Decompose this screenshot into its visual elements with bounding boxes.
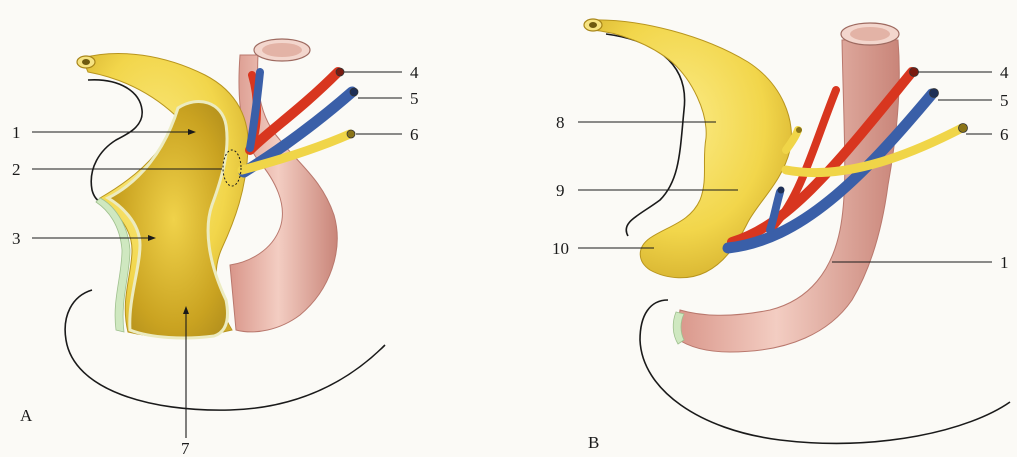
panel-b-label-10: 10 bbox=[552, 239, 569, 258]
panel-a-duodenum bbox=[230, 55, 337, 332]
panel-b-outline-upper bbox=[606, 34, 685, 236]
panel-a: 1 2 3 7 4 5 6 A bbox=[12, 39, 419, 457]
panel-a-label-6: 6 bbox=[410, 125, 419, 144]
panel-a-label-1: 1 bbox=[12, 123, 21, 142]
panel-a-label-2: 2 bbox=[12, 160, 21, 179]
panel-a-label-7: 7 bbox=[181, 439, 190, 457]
panel-b-label-5: 5 bbox=[1000, 91, 1009, 110]
panel-b-label-8: 8 bbox=[556, 113, 565, 132]
panel-a-label-3: 3 bbox=[12, 229, 21, 248]
panel-a-letter: A bbox=[20, 406, 33, 425]
panel-b-label-1: 1 bbox=[1000, 253, 1009, 272]
panel-b-label-6: 6 bbox=[1000, 125, 1009, 144]
panel-a-label-4: 4 bbox=[410, 63, 419, 82]
panel-b-label-9: 9 bbox=[556, 181, 565, 200]
panel-b-letter: B bbox=[588, 433, 599, 452]
panel-b: 8 9 10 4 5 6 1 B bbox=[552, 19, 1010, 452]
panel-b-label-4: 4 bbox=[1000, 63, 1009, 82]
panel-a-label-5: 5 bbox=[410, 89, 419, 108]
